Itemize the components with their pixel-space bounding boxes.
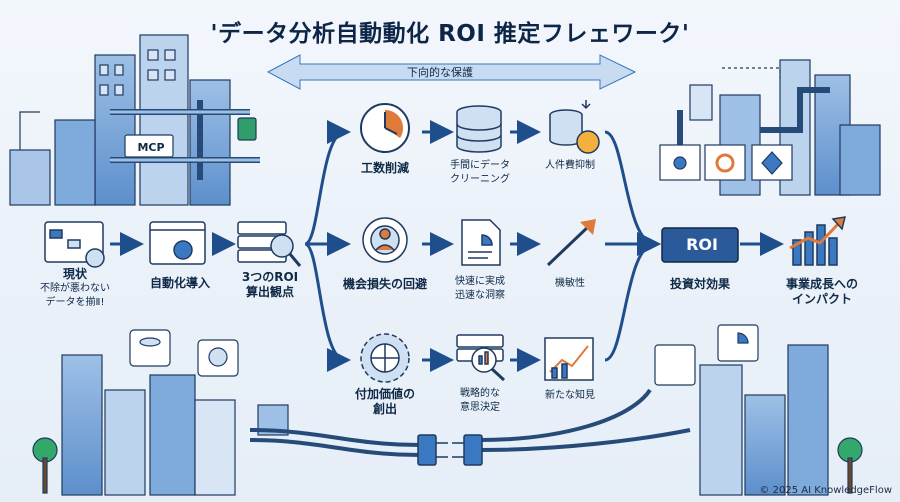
city-top-left	[9, 34, 260, 206]
search-server-icon	[237, 221, 302, 267]
roi-box	[661, 227, 739, 263]
automation-label: 自動化導入	[149, 276, 210, 290]
person-target-icon	[362, 217, 408, 263]
plug-icon	[417, 434, 483, 466]
current-state-sub1: 不除が悪わない	[40, 283, 110, 294]
branch-mid-step3: 機敏性	[555, 278, 585, 289]
branch-bottom-step2-l1: 戦略的な	[460, 388, 500, 399]
branch-connectors	[304, 120, 784, 372]
branch-top-step2-l2: クリーニング	[450, 174, 510, 185]
clock-icon	[360, 103, 410, 153]
mcp-label: MCP	[137, 141, 165, 154]
coins-icon	[549, 100, 600, 154]
current-state-title: 現状	[62, 267, 87, 281]
impact-line2: インパクト	[791, 292, 852, 306]
branch-mid-step2-l1: 快速に実成	[455, 276, 505, 287]
roi-caption: 投資対効果	[669, 277, 730, 291]
city-bottom-left	[32, 329, 289, 496]
branch-top-main: 工数削減	[360, 161, 409, 175]
city-bottom-right	[654, 324, 863, 496]
city-top-right	[659, 59, 881, 196]
three-roi-line2: 算出観点	[245, 285, 294, 299]
three-roi-line1: 3つのROI	[241, 270, 299, 284]
branch-bottom-main-l2: 創出	[372, 402, 397, 416]
branch-mid-main: 機会損失の回避	[342, 277, 427, 291]
branch-top-step2-l1: 手間にデータ	[450, 160, 510, 171]
growth-chart-icon	[789, 216, 847, 266]
current-state-sub2: データを揃Ⅱ!	[45, 297, 105, 308]
branch-mid-step2-l2: 迅速な洞察	[455, 290, 505, 301]
magnifier-chart-icon	[456, 334, 506, 382]
branch-bottom-main-l1: 付加価値の	[354, 387, 415, 401]
branch-top-step3: 人件費抑制	[545, 160, 595, 171]
document-chart-icon	[461, 219, 501, 266]
branch-bottom-step3: 新たな知見	[545, 390, 595, 401]
workflow-icon	[44, 221, 105, 268]
impact-line1: 事業成長への	[785, 277, 858, 291]
protection-label: 下向的な保護	[407, 66, 473, 79]
copyright-text: © 2025 AI KnowledgeFlow	[759, 485, 892, 496]
chart-icon	[544, 337, 594, 381]
data-cables	[249, 388, 691, 457]
branch-bottom-step2-l2: 意思決定	[460, 402, 500, 413]
database-icon	[456, 105, 502, 153]
roi-label: ROI	[686, 235, 718, 254]
page-title: 'データ分析自動動化 ROI 推定フレェワーク'	[210, 21, 690, 47]
arrow-up-icon	[546, 219, 596, 267]
gear-globe-icon	[360, 333, 410, 383]
protection-arrow	[266, 54, 637, 90]
gear-window-icon	[149, 221, 206, 265]
